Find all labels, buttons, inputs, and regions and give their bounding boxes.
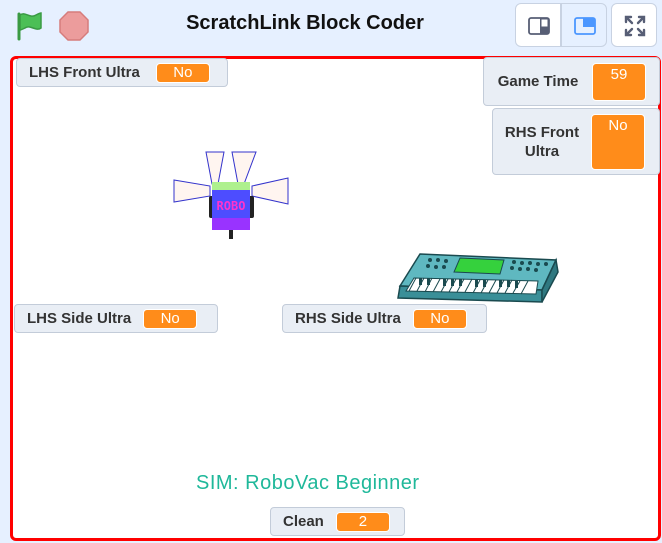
robovac-robot-sprite[interactable]: ROBO: [172, 148, 290, 243]
green-flag-icon: [17, 12, 42, 41]
small-stage-button[interactable]: [515, 3, 561, 47]
monitor-label: Clean: [283, 513, 324, 530]
large-stage-icon: [574, 17, 596, 35]
fullscreen-button[interactable]: [611, 3, 657, 47]
monitor-rhs-side-ultra[interactable]: RHS Side Ultra No: [282, 304, 487, 333]
sim-title-label: SIM: RoboVac Beginner: [196, 472, 420, 494]
monitor-label: LHS Front Ultra: [29, 64, 140, 81]
header-bar: ScratchLink Block Coder: [0, 0, 662, 54]
monitor-lhs-front-ultra[interactable]: LHS Front Ultra No: [16, 58, 228, 87]
monitor-label: Game Time: [497, 73, 579, 90]
monitor-clean[interactable]: Clean 2: [270, 507, 405, 536]
monitor-label: RHS Side Ultra: [295, 310, 401, 327]
monitor-lhs-side-ultra[interactable]: LHS Side Ultra No: [14, 304, 218, 333]
monitor-rhs-front-ultra[interactable]: RHS Front Ultra No: [492, 108, 660, 175]
fullscreen-icon: [624, 15, 646, 37]
monitor-value: No: [143, 308, 198, 329]
monitor-game-time[interactable]: Game Time 59: [483, 57, 660, 106]
robot-label: ROBO: [217, 199, 246, 213]
green-flag-button[interactable]: [12, 8, 48, 44]
monitor-value: No: [412, 308, 467, 329]
monitor-label: RHS Front Ultra: [504, 123, 580, 160]
monitor-value: No: [155, 62, 210, 83]
keyboard-obstacle-sprite[interactable]: [394, 250, 562, 312]
monitor-value: 59: [592, 62, 646, 101]
stop-button[interactable]: [56, 8, 92, 44]
stop-icon: [59, 11, 89, 41]
large-stage-button[interactable]: [561, 3, 607, 47]
monitor-value: 2: [335, 511, 390, 532]
monitor-label: LHS Side Ultra: [27, 310, 132, 327]
app-title: ScratchLink Block Coder: [186, 12, 424, 34]
monitor-value: No: [591, 113, 645, 170]
small-stage-icon: [528, 17, 550, 35]
